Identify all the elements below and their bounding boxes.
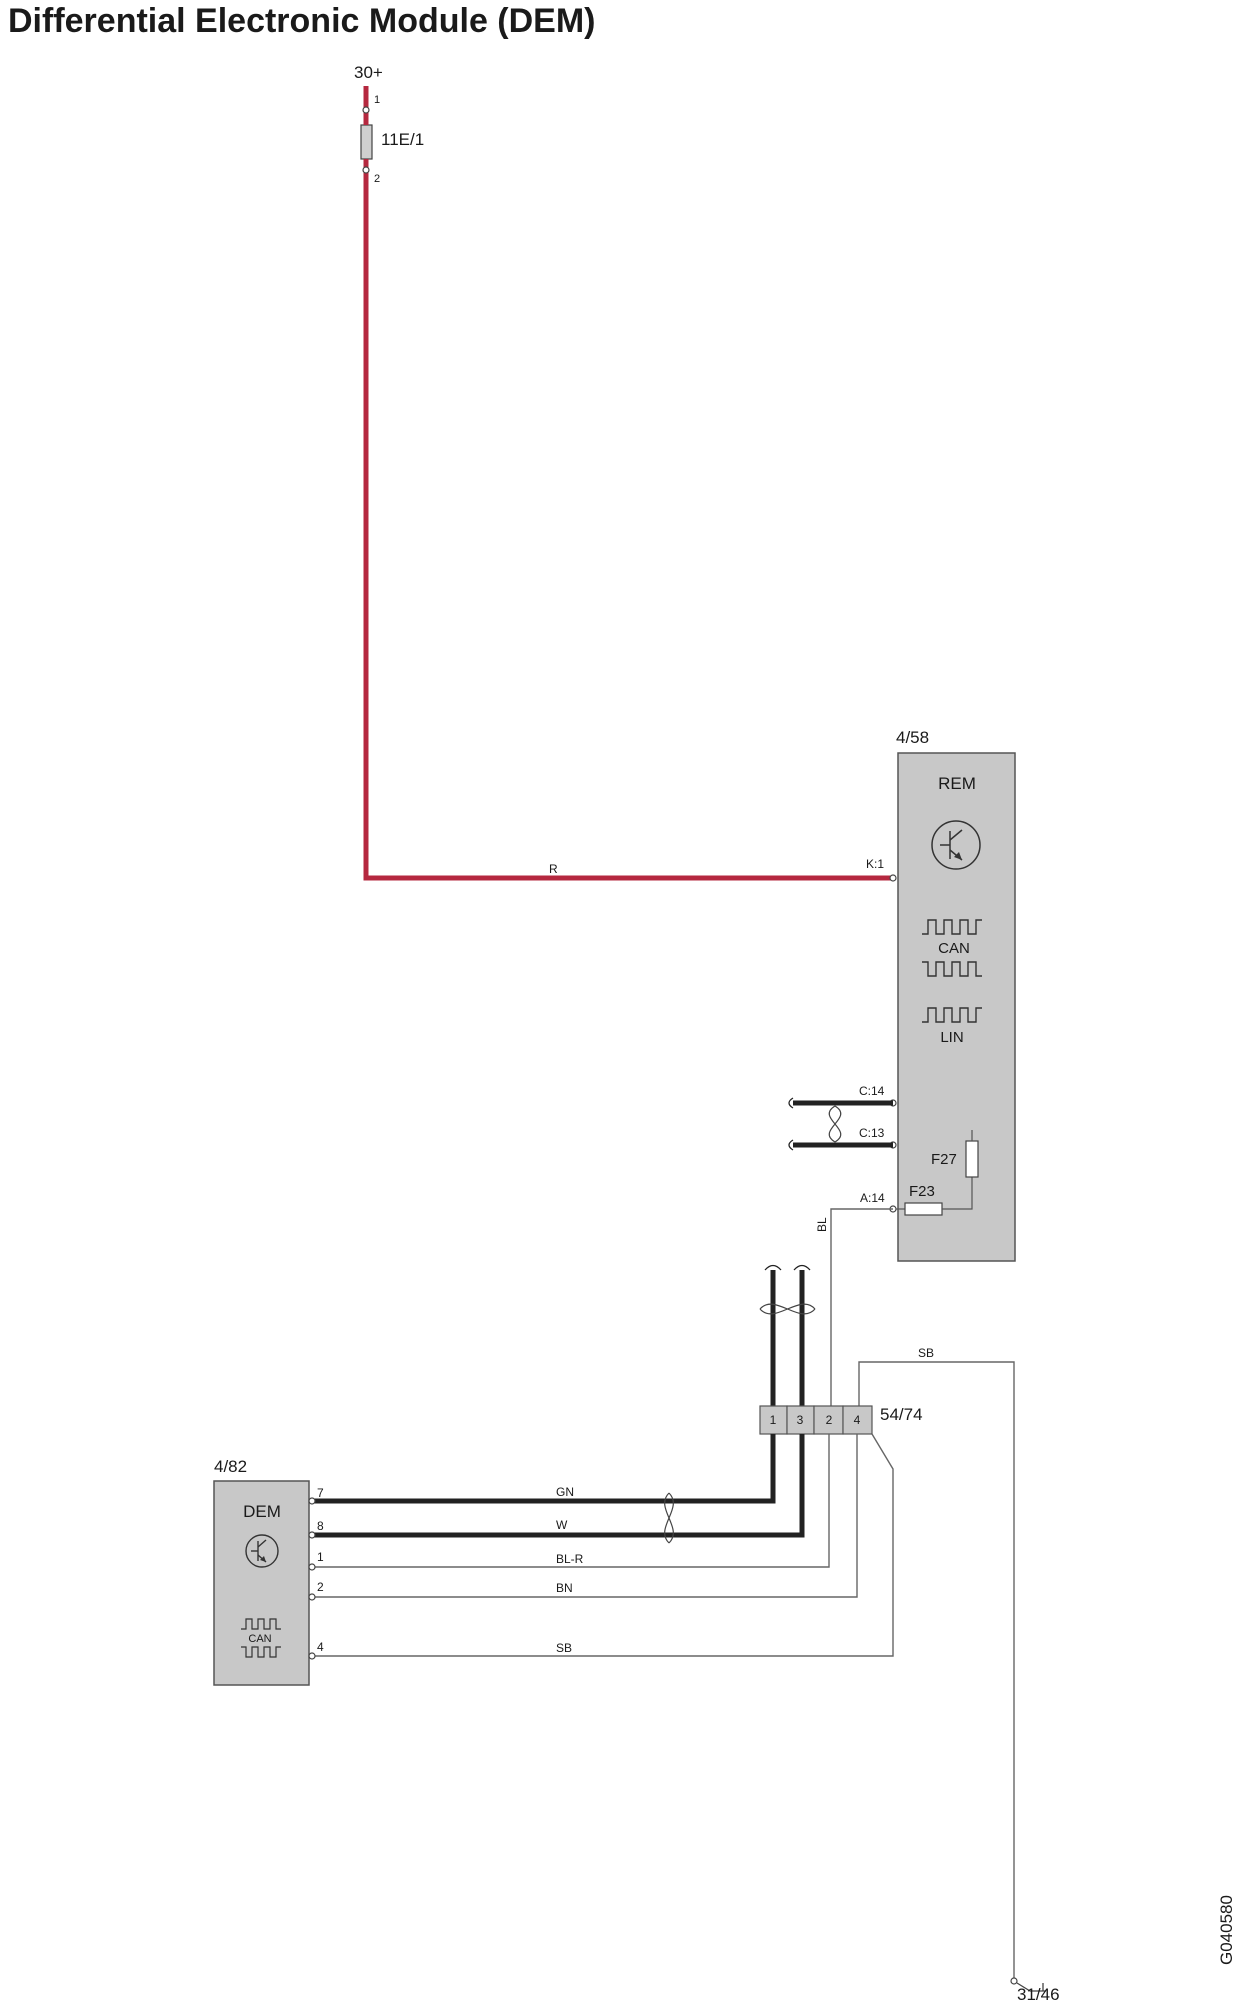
dem-harness: GN W BL-R BN SB — [312, 1433, 894, 1657]
rem-pin-a14: A:14 — [860, 1191, 885, 1205]
connector-pin-2: 2 — [826, 1413, 833, 1427]
dem-twisted-pair-icon — [664, 1492, 674, 1544]
dem-module: 4/82 DEM CAN 7 8 1 2 4 — [213, 1457, 324, 1686]
dem-pin-1-dot — [308, 1563, 316, 1571]
fuse-f23-label: F23 — [909, 1183, 935, 1200]
rem-name: REM — [938, 774, 976, 793]
connector-can-wires — [759, 1264, 816, 1418]
rem-pin-k1: K:1 — [866, 857, 884, 871]
rem-pin-c13: C:13 — [859, 1126, 885, 1140]
dem-pin-2: 2 — [317, 1580, 324, 1594]
connector-pin-1: 1 — [770, 1413, 777, 1427]
wire-gn — [312, 1434, 776, 1504]
dem-can-wave-top-icon — [241, 1618, 281, 1630]
fuse-pin-top: 1 — [374, 94, 380, 106]
rem-can-wave-bottom-icon — [922, 961, 982, 977]
rem-transistor-icon — [931, 820, 981, 870]
rem-pin-c14: C:14 — [859, 1084, 885, 1098]
wire-sb-ground — [858, 1361, 1015, 1978]
fuse-11e1-icon — [360, 124, 373, 160]
diagram-title: Differential Electronic Module (DEM) — [8, 2, 596, 40]
dem-ref: 4/82 — [214, 1457, 247, 1476]
dem-pin-8: 8 — [317, 1519, 324, 1533]
connector-twisted-pair-icon — [759, 1303, 816, 1315]
connector-pin-cell — [759, 1405, 788, 1435]
fuse-pin1-dot — [362, 106, 370, 114]
dem-box — [213, 1480, 310, 1686]
ground-label: 31/46 — [1017, 1985, 1060, 2000]
wire-label-w: W — [556, 1518, 568, 1532]
connector-pin-cell — [813, 1405, 844, 1435]
wire-bn — [312, 1434, 858, 1598]
dem-pin-4-dot — [308, 1652, 316, 1660]
rem-can-wires — [788, 1097, 893, 1151]
wire-w — [312, 1434, 805, 1538]
wire-bl-r — [312, 1434, 830, 1568]
dem-pin-4: 4 — [317, 1640, 324, 1654]
rem-ref: 4/58 — [896, 728, 929, 747]
connector-pin-3: 3 — [797, 1413, 804, 1427]
dem-pin-7-dot — [308, 1497, 316, 1505]
figure-id: G040580 — [1217, 1895, 1236, 1965]
wire-label-sb-top: SB — [918, 1346, 934, 1360]
dem-transistor-icon — [245, 1534, 279, 1568]
rem-lin-label: LIN — [940, 1029, 963, 1046]
fuse-pin2-dot — [362, 166, 370, 174]
rem-pin-k1-dot — [889, 874, 897, 882]
dem-pin-1: 1 — [317, 1550, 324, 1564]
dem-pin-8-dot — [308, 1531, 316, 1539]
dem-pin-2-dot — [308, 1593, 316, 1601]
power-wire-red — [363, 86, 893, 881]
rem-lin-wave-icon — [922, 1007, 982, 1023]
connector-54-74: 1 3 2 4 54/74 — [759, 1405, 923, 1435]
ground-symbol — [1010, 1977, 1046, 1992]
wire-label-bn: BN — [556, 1581, 573, 1595]
dem-can-label: CAN — [248, 1633, 271, 1645]
rem-can-wave-top-icon — [922, 919, 982, 935]
ground-icon — [1016, 1982, 1046, 1992]
connector-pin-4: 4 — [854, 1413, 861, 1427]
rem-twisted-pair-icon — [828, 1105, 842, 1143]
wire-label-bl-r: BL-R — [556, 1552, 584, 1566]
fuse-f23-icon — [904, 1202, 943, 1216]
wire-sb — [312, 1433, 894, 1657]
wire-label-r: R — [549, 862, 558, 876]
wire-label-sb: SB — [556, 1641, 572, 1655]
dem-can-wave-bottom-icon — [241, 1646, 281, 1658]
dem-pin-7: 7 — [317, 1486, 324, 1500]
rem-module: 4/58 REM CAN LIN K:1 C:14 C:13 A:14 F23 — [859, 728, 1016, 1262]
fuse-label: 11E/1 — [381, 130, 424, 149]
supply-group: 30+ 1 2 11E/1 R — [354, 63, 893, 881]
connector-ref: 54/74 — [880, 1405, 923, 1424]
supply-label: 30+ — [354, 63, 383, 82]
fuse-f27-icon — [965, 1140, 979, 1178]
wire-bl — [830, 1208, 893, 1418]
fuse-pin-bottom: 2 — [374, 173, 380, 185]
rem-can-label: CAN — [938, 940, 970, 957]
wire-label-bl: BL — [815, 1217, 829, 1232]
fuse-f27-label: F27 — [931, 1151, 957, 1168]
wire-label-gn: GN — [556, 1485, 574, 1499]
dem-name: DEM — [243, 1502, 281, 1521]
